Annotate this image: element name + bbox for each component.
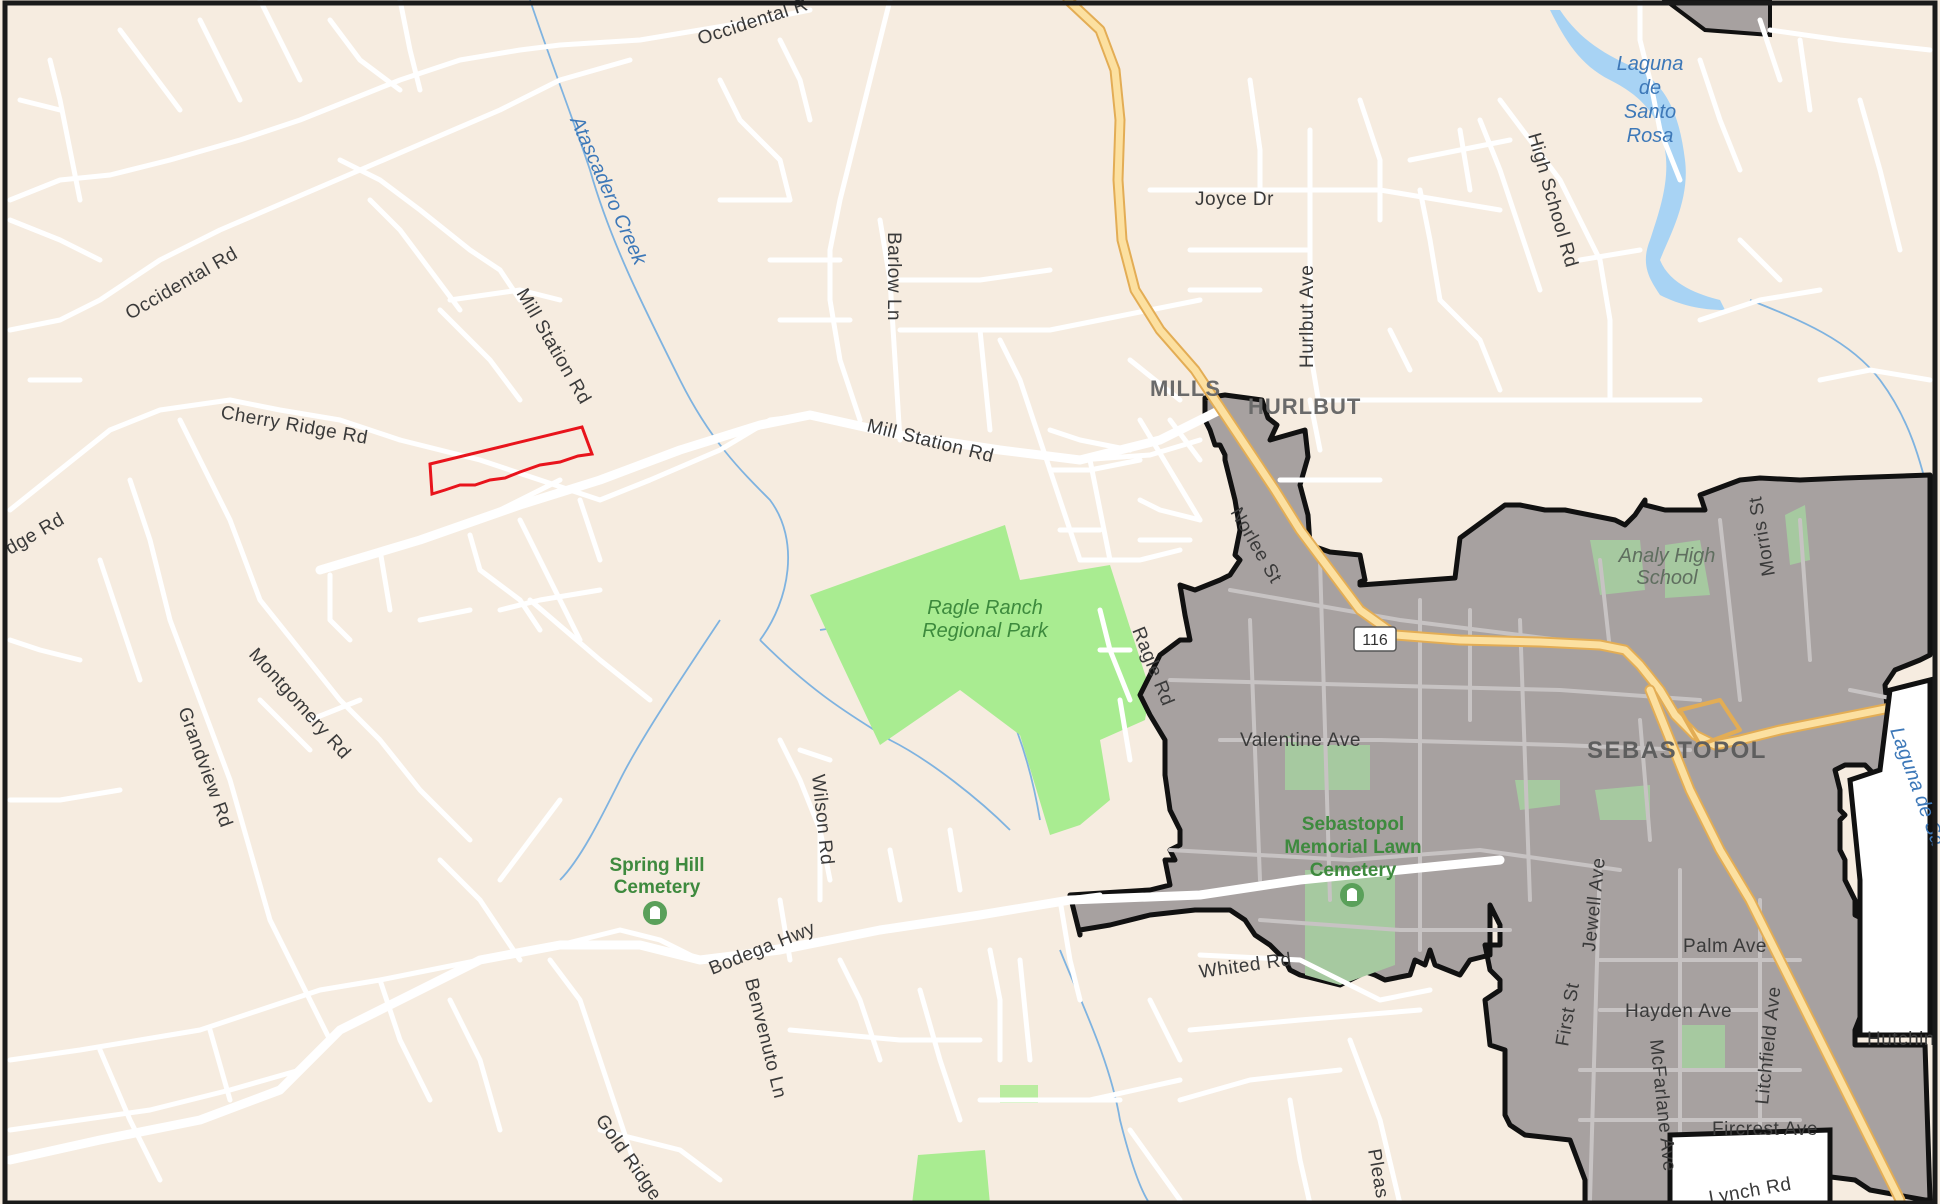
spring-hill-line-2: Cemetery [614,877,701,898]
ragle-park-label: Ragle Ranch Regional Park [922,597,1049,642]
label-hayden: Hayden Ave [1625,1001,1732,1022]
label-hurlbut: HURLBUT [1248,394,1361,419]
park-patch-2 [912,1150,990,1204]
label-valentine: Valentine Ave [1240,730,1361,751]
label-hutchins: Hutchin [1867,1029,1935,1050]
creek-lines [529,0,1931,1204]
city-exclusion-east [1847,676,1933,1038]
label-barlow-ln: Barlow Ln [883,232,904,321]
label-palm: Palm Ave [1683,936,1767,957]
memorial-line-1: Sebastopol [1302,814,1404,835]
memorial-line-2: Memorial Lawn [1284,837,1421,858]
laguna-label: Laguna de Santo Rosa [1617,53,1684,147]
city-pocket-north [1661,0,1772,38]
laguna-line-4: Rosa [1627,125,1674,147]
analy-line-1: Analy High [1618,545,1716,567]
major-roads [5,405,1505,1165]
label-fircrest: Fircrest Ave [1712,1119,1818,1140]
analy-label: Analy High School [1618,545,1716,589]
route-116-shield: 116 [1353,626,1397,652]
memorial-line-3: Cemetery [1310,860,1397,881]
analy-line-2: School [1636,567,1698,589]
ragle-park-line-2: Regional Park [922,620,1049,642]
label-hurlbut-ave: Hurlbut Ave [1297,265,1318,368]
label-joyce: Joyce Dr [1195,189,1274,210]
subject-parcel[interactable] [428,425,595,496]
spring-hill-line-1: Spring Hill [610,855,705,876]
label-mills: MILLS [1150,376,1221,401]
ragle-park-line-1: Ragle Ranch [927,597,1043,619]
ragle-ranch-park [810,525,1150,835]
spring-hill-cemetery-icon [643,901,667,925]
rural-roads [7,0,1933,1204]
laguna-water [1550,10,1725,310]
spring-hill-label: Spring Hill Cemetery [610,855,705,898]
memorial-cemetery-icon [1340,883,1364,907]
highway-116 [1062,0,1936,1204]
laguna-line-2: de [1639,77,1661,99]
label-sebastopol: SEBASTOPOL [1587,737,1767,764]
city-exclusion-south [1667,1127,1833,1204]
laguna-line-1: Laguna [1617,53,1684,75]
route-116-label: 116 [1362,632,1388,649]
laguna-line-3: Santo [1624,101,1676,123]
memorial-cemetery-label: Sebastopol Memorial Lawn Cemetery [1284,814,1421,881]
